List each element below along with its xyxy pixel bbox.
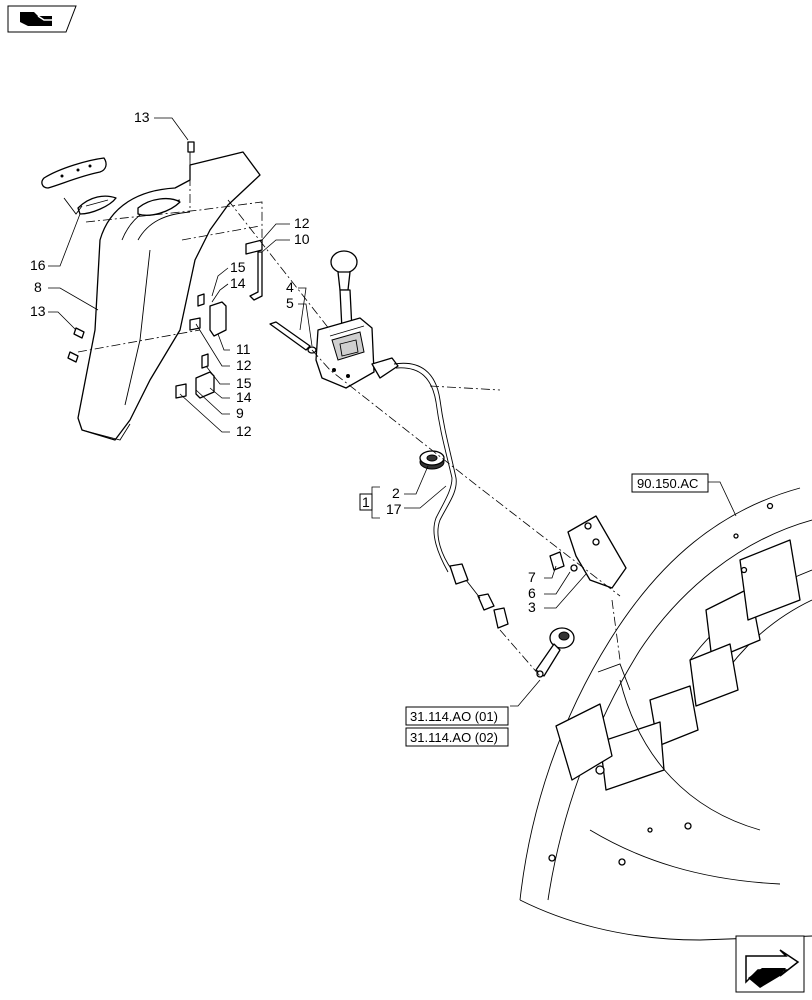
- callout-15-b: 15: [236, 375, 252, 391]
- grommet-part-2: [419, 450, 445, 470]
- cab-frame: [519, 487, 812, 941]
- next-page-arrow-icon[interactable]: [735, 935, 805, 993]
- handle-label-piece: [41, 157, 107, 215]
- callout-2: 2: [392, 485, 400, 501]
- bracket-part-9: [175, 353, 215, 399]
- callout-1: 1: [362, 494, 370, 510]
- callout-10: 10: [294, 231, 310, 247]
- callout-14-b: 14: [236, 389, 252, 405]
- callout-13-top: 13: [134, 109, 150, 125]
- screw-part-13-left: [67, 327, 85, 363]
- callout-15-a: 15: [230, 259, 246, 275]
- callout-1-box: [359, 493, 373, 511]
- callout-8: 8: [34, 279, 42, 295]
- callout-9: 9: [236, 405, 244, 421]
- grip-part-16: [77, 195, 117, 215]
- callout-16: 16: [30, 257, 46, 273]
- callout-6: 6: [528, 585, 536, 601]
- side-panel-part-8: [77, 151, 261, 441]
- svg-text:31.114.AO (01): 31.114.AO (01): [410, 709, 498, 724]
- callout-7: 7: [528, 569, 536, 585]
- ref-31-114-ao-02[interactable]: 31.114.AO (02): [405, 727, 509, 747]
- callout-12-a: 12: [294, 215, 310, 231]
- svg-text:90.150.AC: 90.150.AC: [637, 476, 698, 491]
- ref-90-150-ac[interactable]: 90.150.AC: [631, 473, 709, 493]
- control-lever-assembly: [315, 250, 509, 629]
- screw-part-13-top: [187, 141, 195, 160]
- callout-17: 17: [386, 501, 402, 517]
- leader-lines: [48, 117, 737, 707]
- callout-12-b: 12: [236, 357, 252, 373]
- bracket-part-10: [245, 239, 263, 301]
- callout-11: 11: [236, 341, 251, 357]
- callout-4: 4: [286, 279, 294, 295]
- ball-joint-link: [535, 627, 575, 678]
- ref-31-114-ao-01[interactable]: 31.114.AO (01): [405, 706, 509, 726]
- callout-14-a: 14: [230, 275, 246, 291]
- svg-text:31.114.AO (02): 31.114.AO (02): [410, 730, 498, 745]
- bracket-part-3: [549, 515, 627, 589]
- book-hand-icon[interactable]: [7, 5, 77, 33]
- callout-5: 5: [286, 295, 294, 311]
- callout-12-c: 12: [236, 423, 252, 439]
- callout-3: 3: [528, 599, 536, 615]
- bracket-part-11: [189, 293, 227, 337]
- callout-13-left: 13: [30, 303, 46, 319]
